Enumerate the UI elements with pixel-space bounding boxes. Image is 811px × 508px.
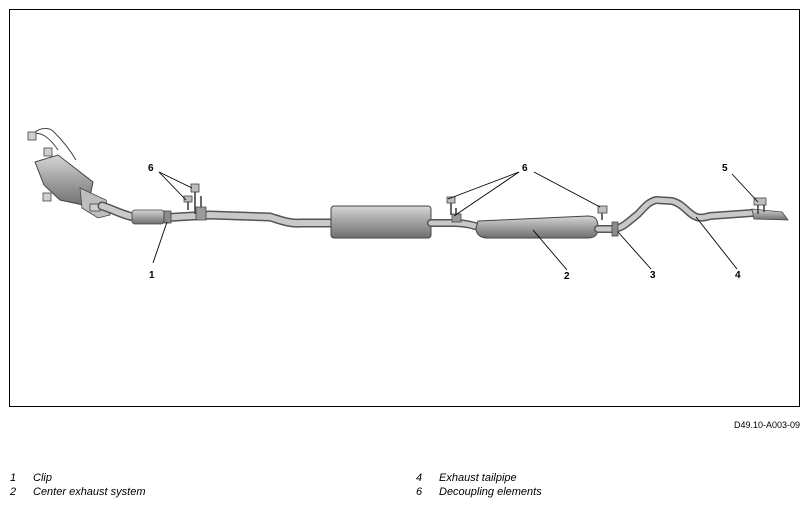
center-muffler [475,215,599,239]
leader-lines [152,171,759,271]
callout-4: 4 [735,270,741,281]
callout-6-rear: 6 [522,163,528,174]
legend-text: Center exhaust system [33,486,146,498]
legend-item-decoupling: 6 Decoupling elements [416,486,542,498]
legend-number: 6 [416,486,423,498]
callout-2: 2 [564,271,570,282]
decoupling-element-mid [446,196,462,223]
callout-1: 1 [149,270,155,281]
decoupling-element-rear [597,205,608,220]
decoupling-element-front [183,183,207,221]
callout-3: 3 [650,270,656,281]
legend-item-center-exhaust: 2 Center exhaust system [10,486,146,498]
legend-text: Exhaust tailpipe [439,472,517,484]
flex-pipe [131,209,165,225]
catalytic-converter [27,127,111,219]
front-muffler [330,205,432,239]
callout-6-front: 6 [148,163,154,174]
legend-number: 4 [416,472,423,484]
legend-item-tailpipe: 4 Exhaust tailpipe [416,472,517,484]
legend-number: 1 [10,472,17,484]
legend-text: Clip [33,472,52,484]
callout-5: 5 [722,163,728,174]
legend-text: Decoupling elements [439,486,542,498]
document-id: D49.10-A003-09 [733,420,800,430]
clamp [611,221,619,237]
legend-number: 2 [10,486,17,498]
exhaust-tailpipe [751,208,789,221]
exhaust-system-illustration: 1 2 3 4 5 6 6 [27,127,789,282]
clip [163,210,172,224]
diagram-frame: 1 2 3 4 5 6 6 [9,9,800,407]
legend-item-clip: 1 Clip [10,472,52,484]
